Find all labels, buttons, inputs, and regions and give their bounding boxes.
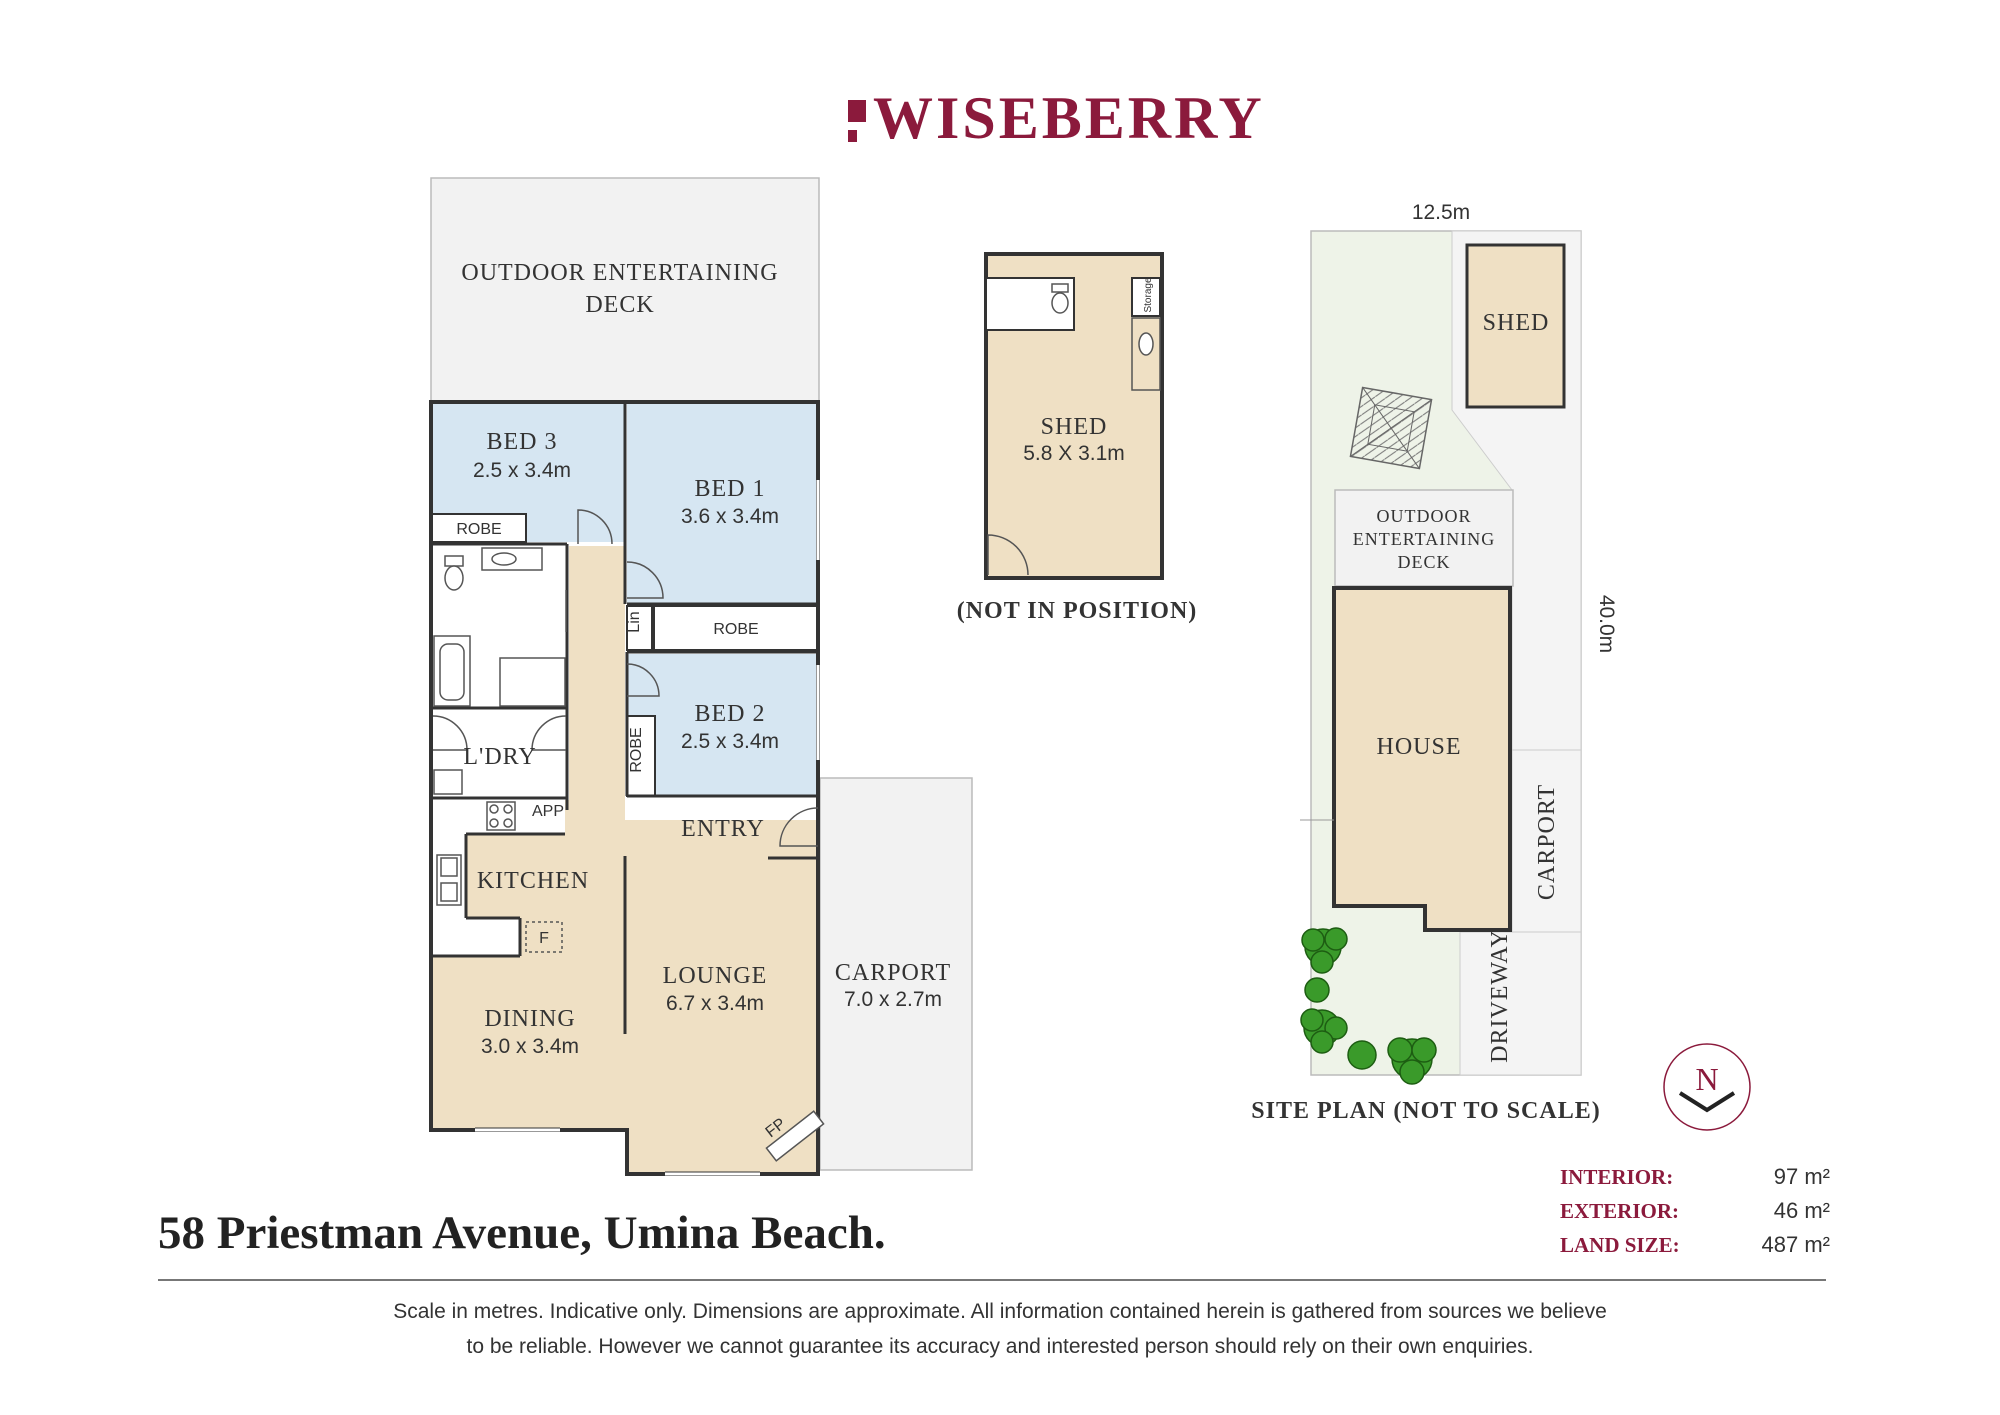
fridge-box-icon [525, 921, 563, 953]
robe-bed3-label: ROBE [456, 521, 501, 538]
bed2-size: 2.5 x 3.4m [681, 730, 779, 753]
lounge-size: 6.7 x 3.4m [666, 992, 764, 1015]
shed-label: SHED [1041, 414, 1108, 440]
lounge-label: LOUNGE [663, 963, 768, 989]
main-walls [429, 400, 820, 1176]
kitchen-label: KITCHEN [477, 868, 589, 894]
north-arrow-icon: N [1663, 1043, 1751, 1131]
robe-bed1-label: ROBE [713, 621, 758, 638]
disclaimer-line-1: Scale in metres. Indicative only. Dimens… [393, 1300, 1607, 1323]
area-value: 97 m² [1773, 1164, 1830, 1189]
carport-size: 7.0 x 2.7m [844, 988, 942, 1011]
main-floor-plan: OUTDOOR ENTERTAINING DECK BED 3 BED 1 BE… [429, 177, 973, 1176]
outdoor-deck-area [430, 177, 820, 403]
area-label: EXTERIOR: [1560, 1198, 1680, 1223]
entry-label: ENTRY [681, 816, 765, 842]
area-label: LAND SIZE: [1560, 1232, 1680, 1257]
site-shed-label: SHED [1483, 310, 1550, 336]
site-deck-label-1: OUTDOOR [1377, 506, 1472, 526]
bed2-label: BED 2 [695, 701, 766, 727]
site-deck [1334, 489, 1514, 587]
fridge-label: F [539, 930, 549, 947]
dining-label: DINING [484, 1006, 575, 1032]
fireplace-icon [765, 1110, 825, 1162]
laundry-tub-icon [433, 769, 463, 795]
site-width-label: 12.5m [1412, 201, 1470, 224]
site-plan: 12.5m 40.0m SHED OUTDOOR ENTERTAINING DE… [1251, 201, 1751, 1131]
area-row-land: LAND SIZE: 487 m² [1560, 1228, 1830, 1262]
bed3-label: BED 3 [487, 429, 558, 455]
property-address: 58 Priestman Avenue, Umina Beach. [158, 1207, 886, 1259]
site-house-label: HOUSE [1376, 734, 1461, 760]
dining-size: 3.0 x 3.4m [481, 1035, 579, 1058]
shed-size: 5.8 X 3.1m [1023, 442, 1125, 465]
wiseberry-logo-mark [848, 100, 866, 142]
site-driveway-label: DRIVEWAY [1487, 929, 1513, 1063]
wiseberry-logo: WISEBERRY [873, 85, 1265, 151]
area-value: 487 m² [1761, 1232, 1830, 1257]
outdoor-deck-label-2: DECK [585, 292, 654, 318]
toilet-icon [444, 555, 464, 567]
bed1-size: 3.6 x 3.4m [681, 505, 779, 528]
area-row-interior: INTERIOR: 97 m² [1560, 1160, 1830, 1194]
robe-bed2-label: ROBE [628, 727, 645, 772]
area-summary: INTERIOR: 97 m² EXTERIOR: 46 m² LAND SIZ… [1560, 1160, 1830, 1262]
tree-icon [1304, 977, 1330, 1003]
outdoor-deck-label: OUTDOOR ENTERTAINING [461, 260, 778, 286]
site-carport-label: CARPORT [1534, 784, 1560, 900]
north-label: N [1695, 1061, 1718, 1097]
tree-icon [1347, 1040, 1377, 1070]
bed2-area [627, 654, 818, 796]
disclaimer-line-2: to be reliable. However we cannot guaran… [466, 1335, 1534, 1358]
shed-note: (NOT IN POSITION) [957, 598, 1198, 624]
divider [158, 1279, 1826, 1281]
carport-label: CARPORT [835, 960, 951, 986]
area-value: 46 m² [1773, 1198, 1830, 1223]
linen-label: Lin [626, 611, 643, 632]
site-plan-caption: SITE PLAN (NOT TO SCALE) [1251, 1098, 1600, 1124]
app-label: APP [532, 803, 564, 820]
linen-closet [626, 605, 653, 651]
shower-icon [499, 657, 566, 707]
bed1-area [627, 404, 818, 604]
hallway [569, 546, 625, 820]
site-house [1332, 586, 1512, 932]
site-deck-label-3: DECK [1398, 552, 1451, 572]
shed-floor-plan: Storage SHED 5.8 X 3.1m (NOT IN POSITION… [957, 252, 1198, 624]
area-row-exterior: EXTERIOR: 46 m² [1560, 1194, 1830, 1228]
laundry-label: L'DRY [463, 744, 536, 770]
robe-bed3 [431, 513, 527, 543]
site-shed [1465, 243, 1566, 409]
area-label: INTERIOR: [1560, 1164, 1674, 1189]
site-depth-label: 40.0m [1595, 595, 1618, 653]
bed3-size: 2.5 x 3.4m [473, 459, 571, 482]
site-deck-label-2: ENTERTAINING [1353, 529, 1495, 549]
shed-storage-label: Storage [1143, 277, 1154, 312]
bed1-label: BED 1 [695, 476, 766, 502]
